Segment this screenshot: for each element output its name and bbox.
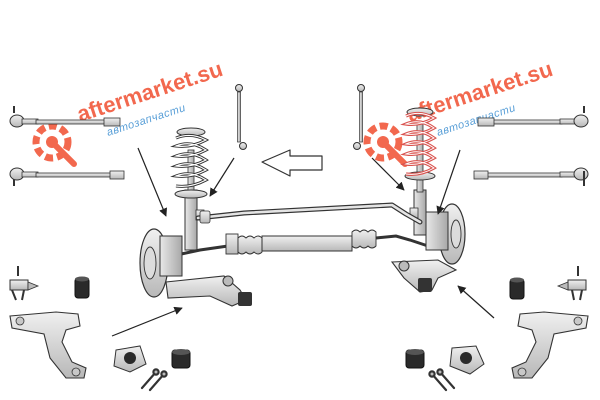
logo-icon [363, 122, 408, 167]
tie-rod-left-top [35, 117, 121, 127]
coil-spring-left [170, 133, 210, 188]
watermark-left: aftermarket.su автозапчасти [32, 56, 226, 167]
bushing-bracket-right [449, 345, 485, 375]
ball-joint-left [9, 266, 40, 301]
steering-boot-right [351, 229, 377, 249]
control-arm-part-left [9, 311, 87, 379]
pointer-arrow-strut-left [137, 147, 168, 217]
pointer-arrow-link-left [209, 157, 235, 197]
bushing-right-bottom [405, 349, 425, 369]
pointer-arrow-strut-right [436, 149, 461, 215]
watermark-right: aftermarket.su автозапчасти [363, 56, 556, 167]
strut-left [174, 127, 208, 251]
bolt-set-right [428, 368, 456, 392]
pointer-arrow-link-right [371, 157, 405, 191]
bolt-set-left [140, 368, 168, 392]
bushing-bracket-left [113, 345, 147, 373]
steering-rack [171, 229, 429, 258]
hub-left [139, 228, 183, 298]
hub-right [425, 203, 466, 265]
steering-boot-left [237, 235, 263, 255]
tie-rod-end-right-bottom [559, 167, 589, 186]
coil-spring-right [400, 111, 438, 176]
direction-arrow-icon [261, 149, 323, 177]
control-arm-part-right [511, 311, 589, 379]
tie-rod-right-top [477, 117, 563, 127]
bushing-left-top [74, 276, 90, 299]
pointer-arrow-arm-right [457, 285, 495, 319]
stabilizer-link-left [235, 84, 247, 150]
tie-rod-end-right-top [559, 106, 589, 128]
logo-icon [32, 122, 77, 167]
tie-rod-end-left-top [9, 106, 39, 128]
pointer-arrow-arm-left [111, 306, 183, 337]
tie-rod-left-bottom [35, 170, 125, 180]
tie-rod-end-left-bottom [9, 167, 39, 186]
tie-rod-right-bottom [473, 170, 563, 180]
ball-joint-right [556, 266, 587, 301]
lower-arm-right [390, 259, 458, 293]
stabilizer-bushing-left [199, 210, 211, 224]
lower-arm-left [165, 275, 252, 307]
stabilizer-link-right [353, 84, 365, 150]
bushing-left-bottom [171, 349, 191, 369]
bushing-right-top [509, 277, 525, 300]
